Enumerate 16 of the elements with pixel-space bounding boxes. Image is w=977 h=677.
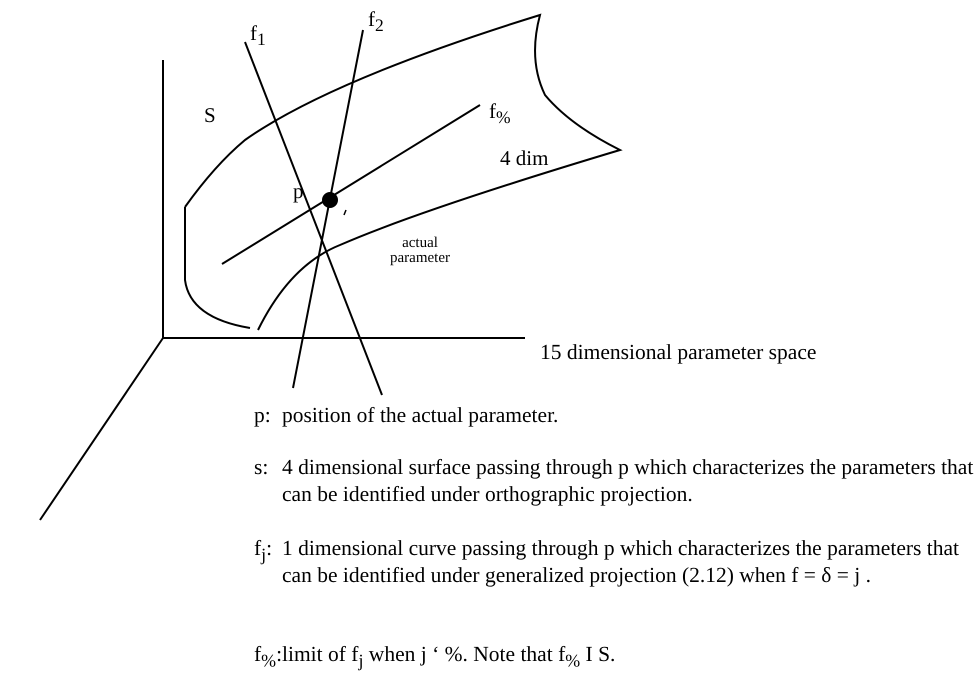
legend-description: 1 dimensional curve passing through p which characterizes the parameters that can be identified under generalized projection (2.12) when f = δ = j . — [282, 535, 960, 589]
surface-label: S — [204, 104, 216, 126]
legend-description: limit of f$_{j}$ when j ‘ %. Note that f$_{%}$ I S. — [282, 641, 616, 672]
curve-label: f$_{1}$ — [250, 22, 266, 50]
legend-description: 4 dimensional surface passing through p which characterizes the parameters that can be identified under orthographic projection. — [282, 454, 974, 508]
curve-label: f$_{2}$ — [368, 8, 384, 36]
legend-description: position of the actual parameter. — [282, 402, 560, 429]
legend-symbol: f$_{%}$: — [254, 641, 282, 672]
dimension-label: 4 dim — [500, 147, 548, 169]
legend-symbol: s: — [254, 454, 268, 481]
curve-label: f$_{%}$ — [489, 100, 511, 128]
legend-symbol: f$_{j}$: — [254, 535, 272, 566]
space-label: 15 dimensional parameter space — [540, 339, 816, 366]
legend-symbol: p: — [254, 402, 271, 429]
point-caption: actual parameter — [389, 236, 451, 266]
point-label: p — [293, 180, 304, 202]
